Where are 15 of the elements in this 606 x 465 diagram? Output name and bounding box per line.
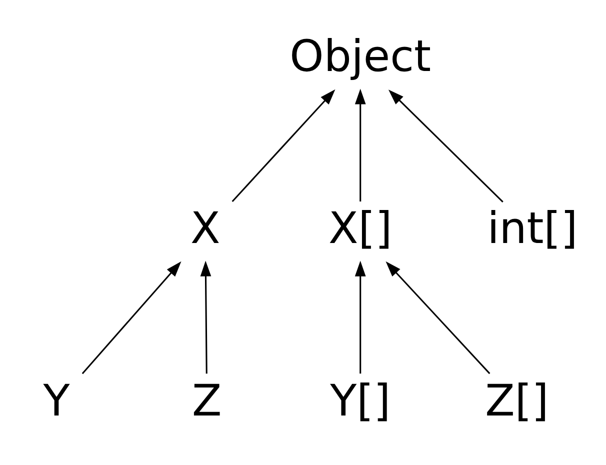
- node-text: X: [190, 204, 220, 254]
- arrow: [200, 260, 212, 374]
- node-text: Z[]: [485, 376, 549, 426]
- node-text: X[]: [328, 204, 392, 254]
- node-text: Y: [43, 376, 70, 426]
- node-text: Y[]: [330, 376, 391, 426]
- arrow: [354, 260, 366, 374]
- arrow: [82, 261, 182, 374]
- arrow: [354, 88, 366, 202]
- node-text: Object: [290, 32, 432, 82]
- arrow: [232, 89, 336, 202]
- arrow: [386, 261, 490, 374]
- node-text: Z: [192, 376, 222, 426]
- node-text: int[]: [487, 204, 578, 254]
- arrow: [388, 90, 504, 202]
